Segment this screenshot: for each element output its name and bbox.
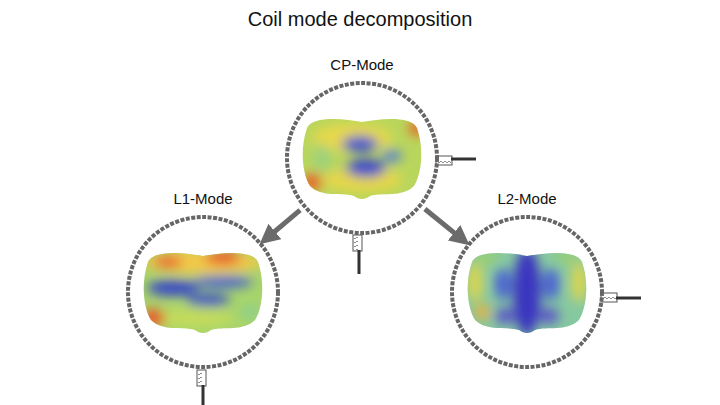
coil-outline xyxy=(287,83,437,233)
mode-label: L1-Mode xyxy=(123,190,283,212)
coil-mode-node: L2-Mode xyxy=(447,190,607,372)
coil-ring xyxy=(123,212,283,372)
coil-ring xyxy=(447,212,607,372)
coil-outline xyxy=(128,217,278,367)
coil-outline xyxy=(452,217,602,367)
diagram-title: Coil mode decomposition xyxy=(0,8,720,31)
l1-field-map xyxy=(133,242,273,342)
coil-mode-node: CP-Mode xyxy=(282,56,442,238)
decomposition-arrow xyxy=(266,210,300,238)
mode-label: L2-Mode xyxy=(447,190,607,212)
decomposition-arrow xyxy=(425,209,463,240)
l2-field-map xyxy=(457,242,597,342)
cp-field-map xyxy=(292,108,432,208)
feed-port xyxy=(197,156,641,405)
mode-label: CP-Mode xyxy=(282,56,442,78)
coil-mode-node: L1-Mode xyxy=(123,190,283,372)
coil-ring xyxy=(282,78,442,238)
